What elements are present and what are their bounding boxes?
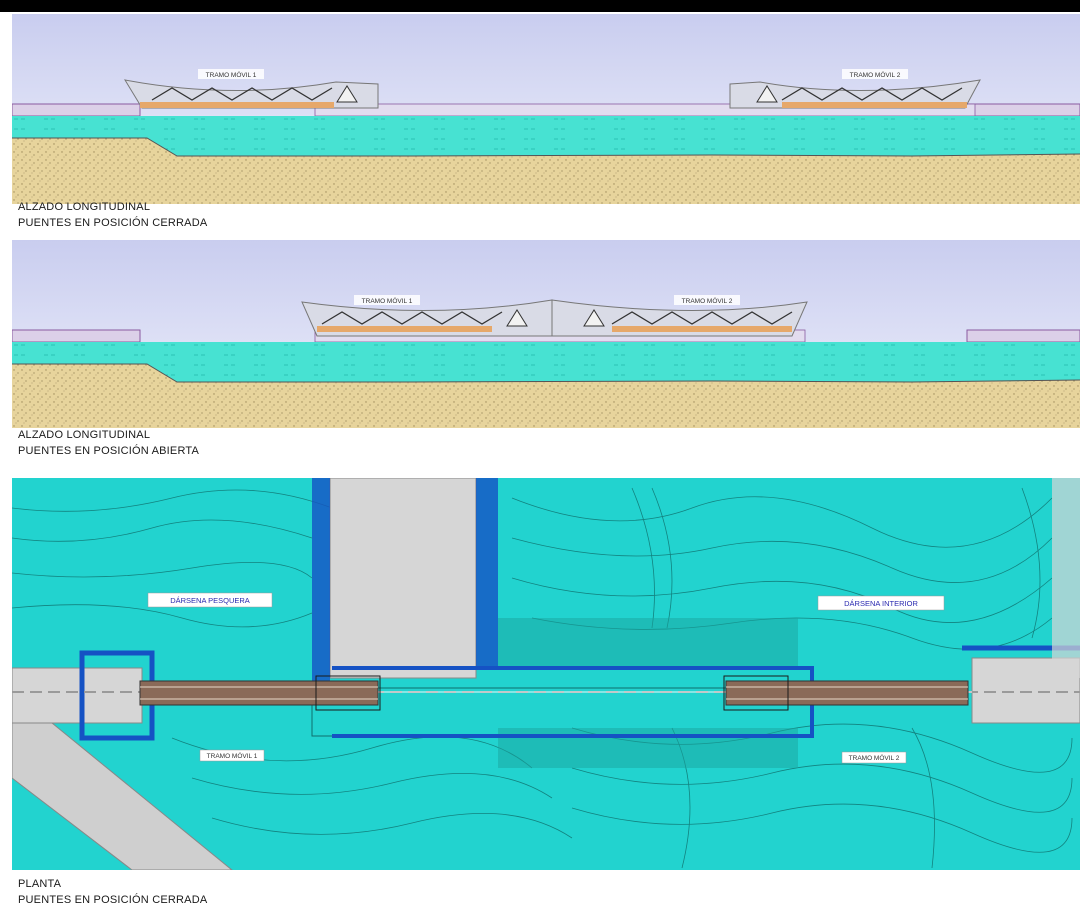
span2-label-plan: TRAMO MÓVIL 2 (849, 753, 900, 762)
caption-subtitle: PUENTES EN POSICIÓN CERRADA (18, 217, 208, 229)
bathymetry-contours (12, 487, 1073, 869)
elevation-closed-drawing: TRAMO MÓVIL 1 TRAMO MÓVIL 2 (12, 14, 1080, 204)
movable-span-1-closed (123, 79, 379, 109)
span2-label-closed: TRAMO MÓVIL 2 (850, 70, 901, 79)
plan-drawing: DÁRSENA PESQUERA DÁRSENA INTERIOR TRAMO … (12, 478, 1080, 870)
span1-label-closed: TRAMO MÓVIL 1 (206, 70, 257, 79)
span2-label-open: TRAMO MÓVIL 2 (682, 296, 733, 305)
caption-plan: PLANTA PUENTES EN POSICIÓN CERRADA (18, 876, 207, 908)
basin-left-label: DÁRSENA PESQUERA (170, 596, 250, 605)
movable-span-2-closed (729, 79, 981, 109)
caption-subtitle: PUENTES EN POSICIÓN CERRADA (18, 894, 208, 906)
caption-title: ALZADO LONGITUDINAL (18, 429, 151, 441)
top-black-bar (0, 0, 1080, 12)
caption-elevation-closed: ALZADO LONGITUDINAL PUENTES EN POSICIÓN … (18, 199, 207, 231)
elevation-open-drawing: TRAMO MÓVIL 1 TRAMO MÓVIL 2 (12, 240, 1080, 428)
movable-span-2-plan (723, 675, 969, 711)
movable-span-2-open (551, 299, 808, 337)
basin-right-label: DÁRSENA INTERIOR (844, 599, 918, 608)
span1-label-plan: TRAMO MÓVIL 1 (207, 751, 258, 760)
movable-span-1-plan (139, 675, 381, 711)
caption-elevation-open: ALZADO LONGITUDINAL PUENTES EN POSICIÓN … (18, 427, 199, 459)
movable-span-1-open (301, 299, 553, 337)
caption-title: ALZADO LONGITUDINAL (18, 201, 151, 213)
caption-title: PLANTA (18, 878, 62, 890)
span1-label-open: TRAMO MÓVIL 1 (362, 296, 413, 305)
caption-subtitle: PUENTES EN POSICIÓN ABIERTA (18, 445, 200, 457)
